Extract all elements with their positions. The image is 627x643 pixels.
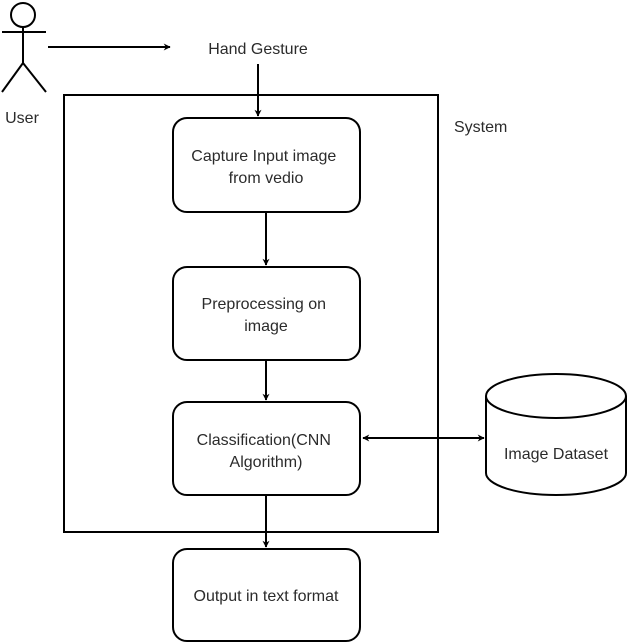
node-capture-input-box[interactable] xyxy=(172,117,361,213)
stick-figure-icon xyxy=(1,2,47,93)
node-classification-line-2: Algorithm) xyxy=(230,454,303,471)
system-label: System xyxy=(454,119,507,136)
node-output-line-1: Output in text format xyxy=(194,588,340,605)
system-boundary: System xyxy=(63,94,507,533)
hand-gesture-label: Hand Gesture xyxy=(208,41,308,58)
node-image-dataset-label: Image Dataset xyxy=(504,446,609,463)
node-preprocessing[interactable]: Preprocessing on image xyxy=(172,266,361,361)
user-label: User xyxy=(5,110,39,127)
node-capture-input[interactable]: Capture Input image from vedio xyxy=(172,117,361,213)
user-actor: User xyxy=(1,2,47,127)
node-preprocessing-box[interactable] xyxy=(172,266,361,361)
node-preprocessing-label: Preprocessing on image xyxy=(202,296,331,335)
node-capture-input-label: Capture Input image from vedio xyxy=(191,148,340,187)
system-boundary-rect xyxy=(63,94,439,533)
node-capture-input-line-1: Capture Input image xyxy=(191,148,336,165)
node-preprocessing-line-1: Preprocessing on xyxy=(202,296,327,313)
node-output-label: Output in text format xyxy=(194,588,340,605)
node-image-dataset[interactable]: Image Dataset xyxy=(485,373,627,496)
database-cylinder-icon[interactable] xyxy=(485,373,627,496)
node-output-box[interactable] xyxy=(172,548,361,642)
node-capture-input-line-2: from vedio xyxy=(229,170,304,187)
database-cylinder-top-rim xyxy=(485,395,627,419)
node-classification-label: Classification(CNN Algorithm) xyxy=(197,432,336,471)
node-preprocessing-line-2: image xyxy=(244,318,288,335)
node-classification-box[interactable] xyxy=(172,401,361,496)
node-output[interactable]: Output in text format xyxy=(172,548,361,642)
node-image-dataset-line-1: Image Dataset xyxy=(504,446,609,463)
node-classification[interactable]: Classification(CNN Algorithm) xyxy=(172,401,361,496)
node-classification-line-1: Classification(CNN xyxy=(197,432,331,449)
